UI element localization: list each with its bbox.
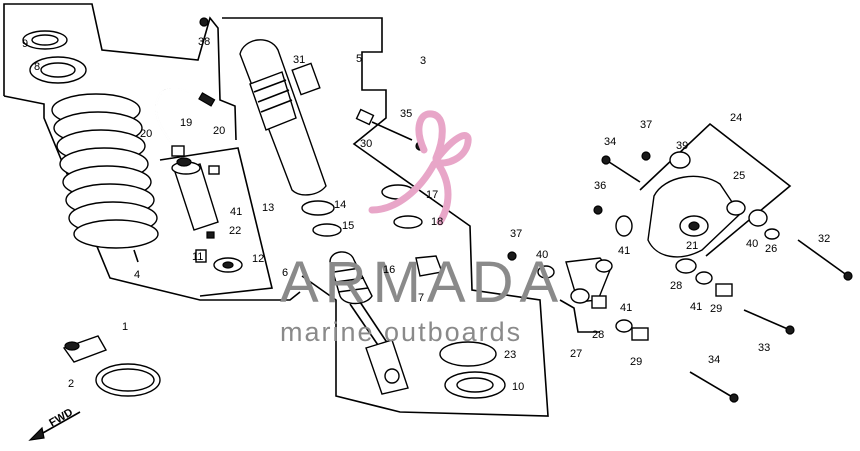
o-rings: [301, 184, 423, 237]
callout-37: 37: [640, 119, 652, 131]
callout-34: 34: [604, 136, 616, 148]
callout-23: 23: [504, 349, 516, 361]
callout-24: 24: [730, 112, 742, 124]
callout-41: 41: [620, 302, 632, 314]
callout-42: 42: [0, 0, 12, 3]
band-2: [95, 363, 161, 397]
coil-spring-4: [51, 93, 159, 263]
callout-11: 11: [192, 251, 203, 263]
callout-26: 26: [765, 243, 777, 255]
callout-2: 2: [68, 378, 74, 390]
callout-22: 22: [229, 225, 241, 237]
callout-38: 38: [198, 36, 210, 48]
callout-20: 20: [213, 125, 225, 137]
fwd-arrow-icon: FWD: [28, 406, 81, 441]
callout-35: 35: [400, 108, 412, 120]
callout-5: 5: [356, 53, 362, 65]
callout-28: 28: [670, 280, 682, 292]
callout-41: 41: [618, 245, 630, 257]
callout-6: 6: [282, 267, 288, 279]
callout-12: 12: [252, 253, 264, 265]
callout-14: 14: [334, 199, 346, 211]
stopper-rings-23-10: [439, 341, 506, 399]
callout-27: 27: [570, 348, 582, 360]
callout-28: 28: [592, 329, 604, 341]
bolts: [199, 17, 853, 403]
callout-37: 37: [510, 228, 522, 240]
callout-20: 20: [140, 128, 152, 140]
watermark-brand: ARMADA: [280, 250, 564, 315]
linkage-arm-27: [537, 215, 733, 341]
callout-29: 29: [630, 356, 642, 368]
callout-1: 1: [122, 321, 128, 333]
callout-36: 36: [594, 180, 606, 192]
callout-30: 30: [360, 138, 372, 150]
callout-10: 10: [512, 381, 524, 393]
linkage-bracket-24: [647, 151, 780, 274]
reservoir-13: [171, 157, 243, 273]
fwd-label: FWD: [47, 406, 75, 429]
damper-body-5: [239, 39, 425, 196]
callout-21: 21: [686, 240, 698, 252]
callout-17: 17: [426, 189, 438, 201]
callout-16: 16: [383, 264, 395, 276]
armada-logo-icon: [368, 110, 472, 226]
callout-29: 29: [710, 303, 722, 315]
callout-15: 15: [342, 220, 354, 232]
callout-7: 7: [418, 292, 424, 304]
damper-shaft-6: [329, 251, 443, 395]
callout-39: 39: [676, 140, 688, 152]
callout-8: 8: [34, 61, 40, 73]
callout-9: 9: [22, 38, 28, 50]
callout-3: 3: [420, 55, 426, 67]
callout-25: 25: [733, 170, 745, 182]
callout-32: 32: [818, 233, 830, 245]
spring-seat-8: [29, 56, 87, 84]
callout-18: 18: [431, 216, 443, 228]
callout-31: 31: [293, 54, 305, 66]
reservoir-hose-19: [155, 87, 216, 157]
callout-41: 41: [230, 206, 242, 218]
cap-1: [62, 335, 108, 363]
callout-40: 40: [536, 249, 548, 261]
callout-41: 41: [690, 301, 702, 313]
spring-seat-9: [22, 30, 68, 50]
callout-19: 19: [180, 117, 192, 129]
callout-4: 4: [134, 269, 140, 281]
callout-40: 40: [746, 238, 758, 250]
callout-13: 13: [262, 202, 274, 214]
callout-33: 33: [758, 342, 770, 354]
watermark-tagline: marine outboards: [280, 317, 522, 347]
callout-34: 34: [708, 354, 720, 366]
armada-watermark: ARMADA marine outboards: [280, 110, 564, 347]
